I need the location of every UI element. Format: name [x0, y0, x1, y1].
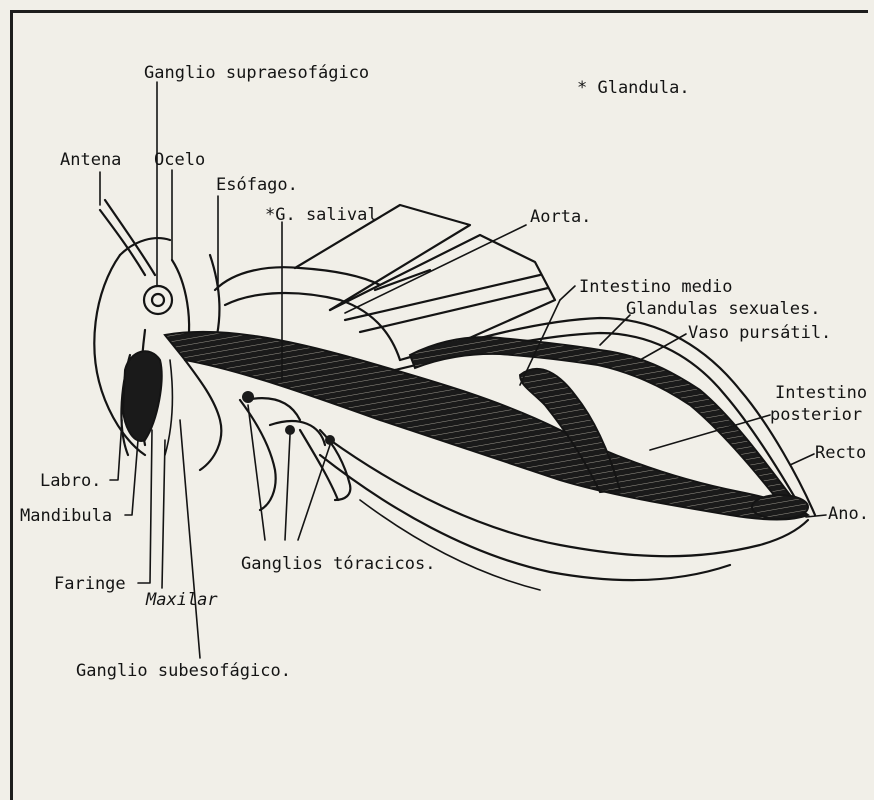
recto-shape	[752, 495, 808, 519]
label-faringe: Faringe	[54, 574, 126, 594]
thoracic-ganglion-2	[285, 425, 295, 435]
label-ocelo: Ocelo	[154, 150, 205, 170]
thorax-dorsal	[215, 267, 380, 290]
ganglion-2	[270, 421, 325, 445]
label-recto: Recto	[815, 443, 866, 463]
maxilla-outline	[165, 360, 172, 455]
label-glandulas-sexuales: Glandulas sexuales.	[626, 299, 820, 319]
leader-vaso	[640, 334, 686, 360]
label-intestino: Intestino	[775, 383, 867, 403]
label-antena: Antena	[60, 150, 121, 170]
label-esofago: Esófago.	[216, 175, 298, 195]
label-vaso-pursatil: Vaso pursátil.	[688, 323, 831, 343]
antenna-2	[105, 200, 155, 275]
ocelus-inner	[152, 294, 164, 306]
label-aorta: Aorta.	[530, 207, 591, 227]
leader-ganglio-sub	[180, 420, 200, 658]
label-glandula-note: * Glandula.	[577, 78, 690, 98]
thoracic-ganglion-1	[242, 391, 254, 403]
ganglion-1	[245, 398, 300, 420]
label-maxilar: Maxilar	[145, 590, 218, 610]
label-ganglios-toracicos: Ganglios tóracicos.	[241, 554, 435, 574]
ventral-cord-line	[360, 500, 540, 590]
leader-recto	[790, 454, 814, 465]
label-ganglio-supraesofagico: Ganglio supraesofágico	[144, 63, 369, 83]
leader-ganglios-2	[285, 435, 290, 540]
label-posterior: posterior	[770, 405, 862, 425]
label-labro: Labro.	[40, 471, 101, 491]
wings	[295, 205, 555, 360]
label-mandibula: Mandibula	[20, 506, 112, 526]
leader-faringe	[138, 430, 152, 583]
label-ganglio-subesofagico: Ganglio subesofágico.	[76, 661, 291, 681]
label-g-salival: *G. salival	[265, 205, 378, 225]
label-ano: Ano.	[828, 504, 869, 524]
leader-intestino-medio-b	[560, 286, 575, 300]
thoracic-ganglion-3	[325, 435, 335, 445]
leader-maxilar	[162, 440, 165, 588]
leader-ganglios-3	[298, 445, 330, 540]
pharynx-dark	[123, 351, 162, 441]
label-intestino-medio: Intestino medio	[579, 277, 733, 297]
leg-2	[240, 400, 276, 510]
ocelus-circle	[144, 286, 172, 314]
leader-lines	[100, 82, 826, 658]
leg-1	[185, 360, 221, 470]
